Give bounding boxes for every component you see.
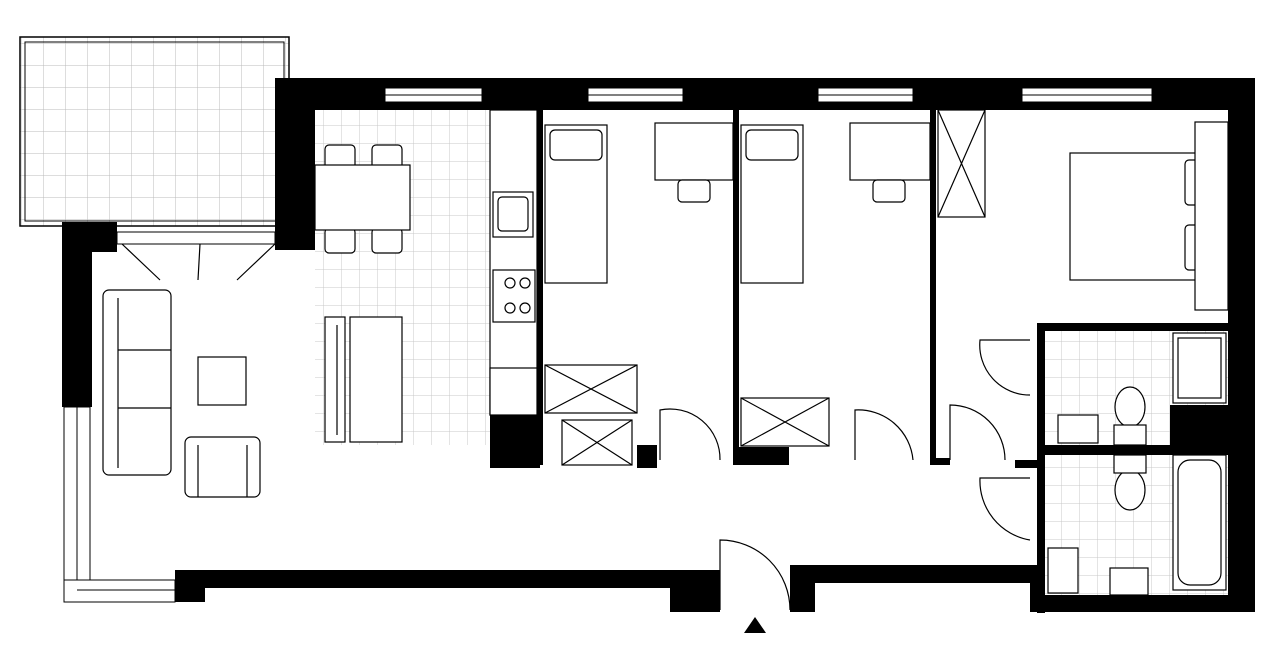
windows [63, 87, 1153, 603]
kitchen-counter [489, 109, 538, 416]
bathroom-fixtures [1047, 332, 1227, 596]
dining-table [314, 144, 411, 254]
triangle-up-icon [744, 617, 766, 633]
balcony [19, 36, 290, 227]
bedroom-furniture [544, 109, 1229, 466]
doors[interactable] [121, 243, 1031, 611]
living-room-furniture [102, 289, 403, 498]
